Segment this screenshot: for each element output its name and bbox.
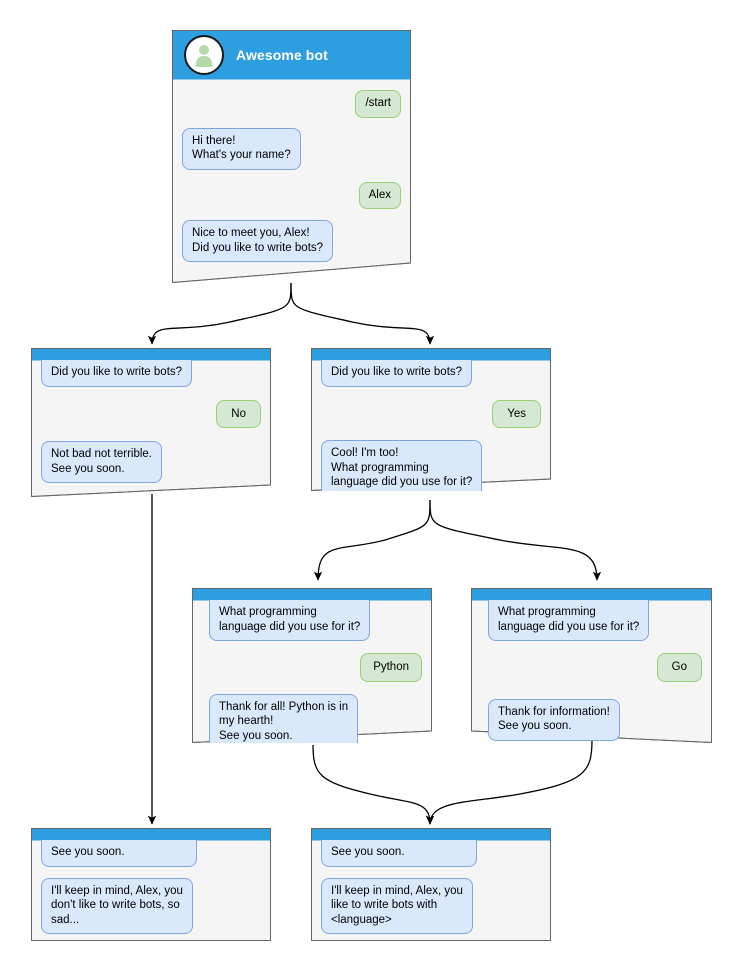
- message-row: Did you like to write bots?: [321, 360, 541, 387]
- python-branch-node[interactable]: What programming language did you use fo…: [192, 588, 432, 743]
- message-row: Thank for information! See you soon.: [488, 698, 702, 741]
- yes-branch-node-inner: Did you like to write bots? Yes Cool! I'…: [311, 348, 551, 491]
- user-message-bubble[interactable]: /start: [355, 90, 401, 118]
- message-row: I'll keep in mind, Alex, you don't like …: [41, 877, 261, 934]
- python-branch-node-inner: What programming language did you use fo…: [192, 588, 432, 743]
- message-row: See you soon.: [321, 840, 541, 867]
- bot-message-bubble[interactable]: Not bad not terrible. See you soon.: [41, 441, 163, 483]
- bot-message-bubble[interactable]: I'll keep in mind, Alex, you like to wri…: [321, 877, 473, 934]
- yes-branch-node-header: [311, 348, 551, 360]
- go-branch-chat-area: What programming language did you use fo…: [471, 600, 712, 741]
- end-happy-chat-area: See you soon. I'll keep in mind, Alex, y…: [311, 840, 551, 934]
- go-branch-node-inner: What programming language did you use fo…: [471, 588, 712, 743]
- message-row: No: [41, 399, 261, 428]
- user-message-bubble[interactable]: No: [216, 399, 261, 428]
- edge-yes-to-go: [429, 499, 602, 581]
- bot-message-bubble[interactable]: Nice to meet you, Alex! Did you like to …: [182, 220, 334, 262]
- bot-title: Awesome bot: [236, 46, 328, 63]
- root-chat-node[interactable]: Awesome bot /start Hi there! What's your…: [172, 30, 411, 283]
- bot-message-bubble[interactable]: What programming language did you use fo…: [488, 600, 650, 641]
- user-message-bubble[interactable]: Python: [360, 653, 422, 682]
- yes-branch-chat-area: Did you like to write bots? Yes Cool! I'…: [311, 360, 551, 491]
- no-branch-chat-area: Did you like to write bots? No Not bad n…: [31, 360, 271, 483]
- bot-message-bubble[interactable]: Cool! I'm too! What programming language…: [321, 440, 483, 491]
- message-row: See you soon.: [41, 840, 261, 867]
- end-happy-node-header: [311, 828, 551, 840]
- python-branch-chat-area: What programming language did you use fo…: [192, 600, 432, 743]
- bot-message-bubble[interactable]: Did you like to write bots?: [41, 360, 193, 387]
- message-row: What programming language did you use fo…: [488, 600, 702, 641]
- no-branch-node-header: [31, 348, 271, 360]
- bot-message-bubble[interactable]: I'll keep in mind, Alex, you don't like …: [41, 877, 193, 934]
- message-row: Cool! I'm too! What programming language…: [321, 440, 541, 491]
- user-message-bubble[interactable]: Go: [656, 653, 702, 682]
- message-row: Did you like to write bots?: [41, 360, 261, 387]
- message-row: Yes: [321, 399, 541, 428]
- end-sad-chat-area: See you soon. I'll keep in mind, Alex, y…: [31, 840, 271, 934]
- bot-message-bubble[interactable]: Thank for information! See you soon.: [488, 698, 620, 741]
- end-happy-node[interactable]: See you soon. I'll keep in mind, Alex, y…: [311, 828, 551, 941]
- message-row: Go: [488, 653, 702, 682]
- message-row: Not bad not terrible. See you soon.: [41, 441, 261, 483]
- message-row: What programming language did you use fo…: [209, 600, 422, 641]
- edge-root-to-yes: [290, 282, 435, 345]
- end-sad-node-inner: See you soon. I'll keep in mind, Alex, y…: [31, 828, 271, 941]
- bot-message-bubble[interactable]: See you soon.: [321, 840, 477, 867]
- go-branch-node[interactable]: What programming language did you use fo…: [471, 588, 712, 743]
- bot-message-bubble[interactable]: Thank for all! Python is in my hearth! S…: [209, 693, 359, 743]
- go-branch-node-header: [471, 588, 712, 600]
- message-row: Hi there! What's your name?: [182, 127, 401, 170]
- no-branch-node-inner: Did you like to write bots? No Not bad n…: [31, 348, 271, 497]
- edge-yes-to-python: [313, 499, 431, 581]
- yes-branch-node[interactable]: Did you like to write bots? Yes Cool! I'…: [311, 348, 551, 491]
- message-row: Python: [209, 653, 422, 682]
- end-sad-node-header: [31, 828, 271, 840]
- message-row: Alex: [182, 181, 401, 209]
- end-happy-node-inner: See you soon. I'll keep in mind, Alex, y…: [311, 828, 551, 941]
- person-avatar-icon: [184, 34, 224, 75]
- message-row: Nice to meet you, Alex! Did you like to …: [182, 220, 401, 262]
- end-sad-node[interactable]: See you soon. I'll keep in mind, Alex, y…: [31, 828, 271, 941]
- root-chat-area: /start Hi there! What's your name? Alex …: [172, 79, 411, 262]
- message-row: Thank for all! Python is in my hearth! S…: [209, 693, 422, 743]
- bot-message-bubble[interactable]: Did you like to write bots?: [321, 360, 473, 387]
- edge-go-to-end-happy: [425, 739, 593, 825]
- user-message-bubble[interactable]: Alex: [358, 181, 401, 209]
- bot-message-bubble[interactable]: Hi there! What's your name?: [182, 127, 301, 170]
- message-row: /start: [182, 90, 401, 118]
- no-branch-node[interactable]: Did you like to write bots? No Not bad n…: [31, 348, 271, 497]
- bot-message-bubble[interactable]: What programming language did you use fo…: [209, 600, 371, 641]
- bot-message-bubble[interactable]: See you soon.: [41, 840, 197, 867]
- root-node-header: Awesome bot: [172, 30, 411, 79]
- python-branch-node-header: [192, 588, 432, 600]
- user-message-bubble[interactable]: Yes: [492, 399, 541, 428]
- edge-python-to-end-happy: [312, 744, 435, 825]
- edge-root-to-no: [147, 282, 292, 345]
- message-row: I'll keep in mind, Alex, you like to wri…: [321, 877, 541, 934]
- root-node-inner: Awesome bot /start Hi there! What's your…: [172, 30, 411, 283]
